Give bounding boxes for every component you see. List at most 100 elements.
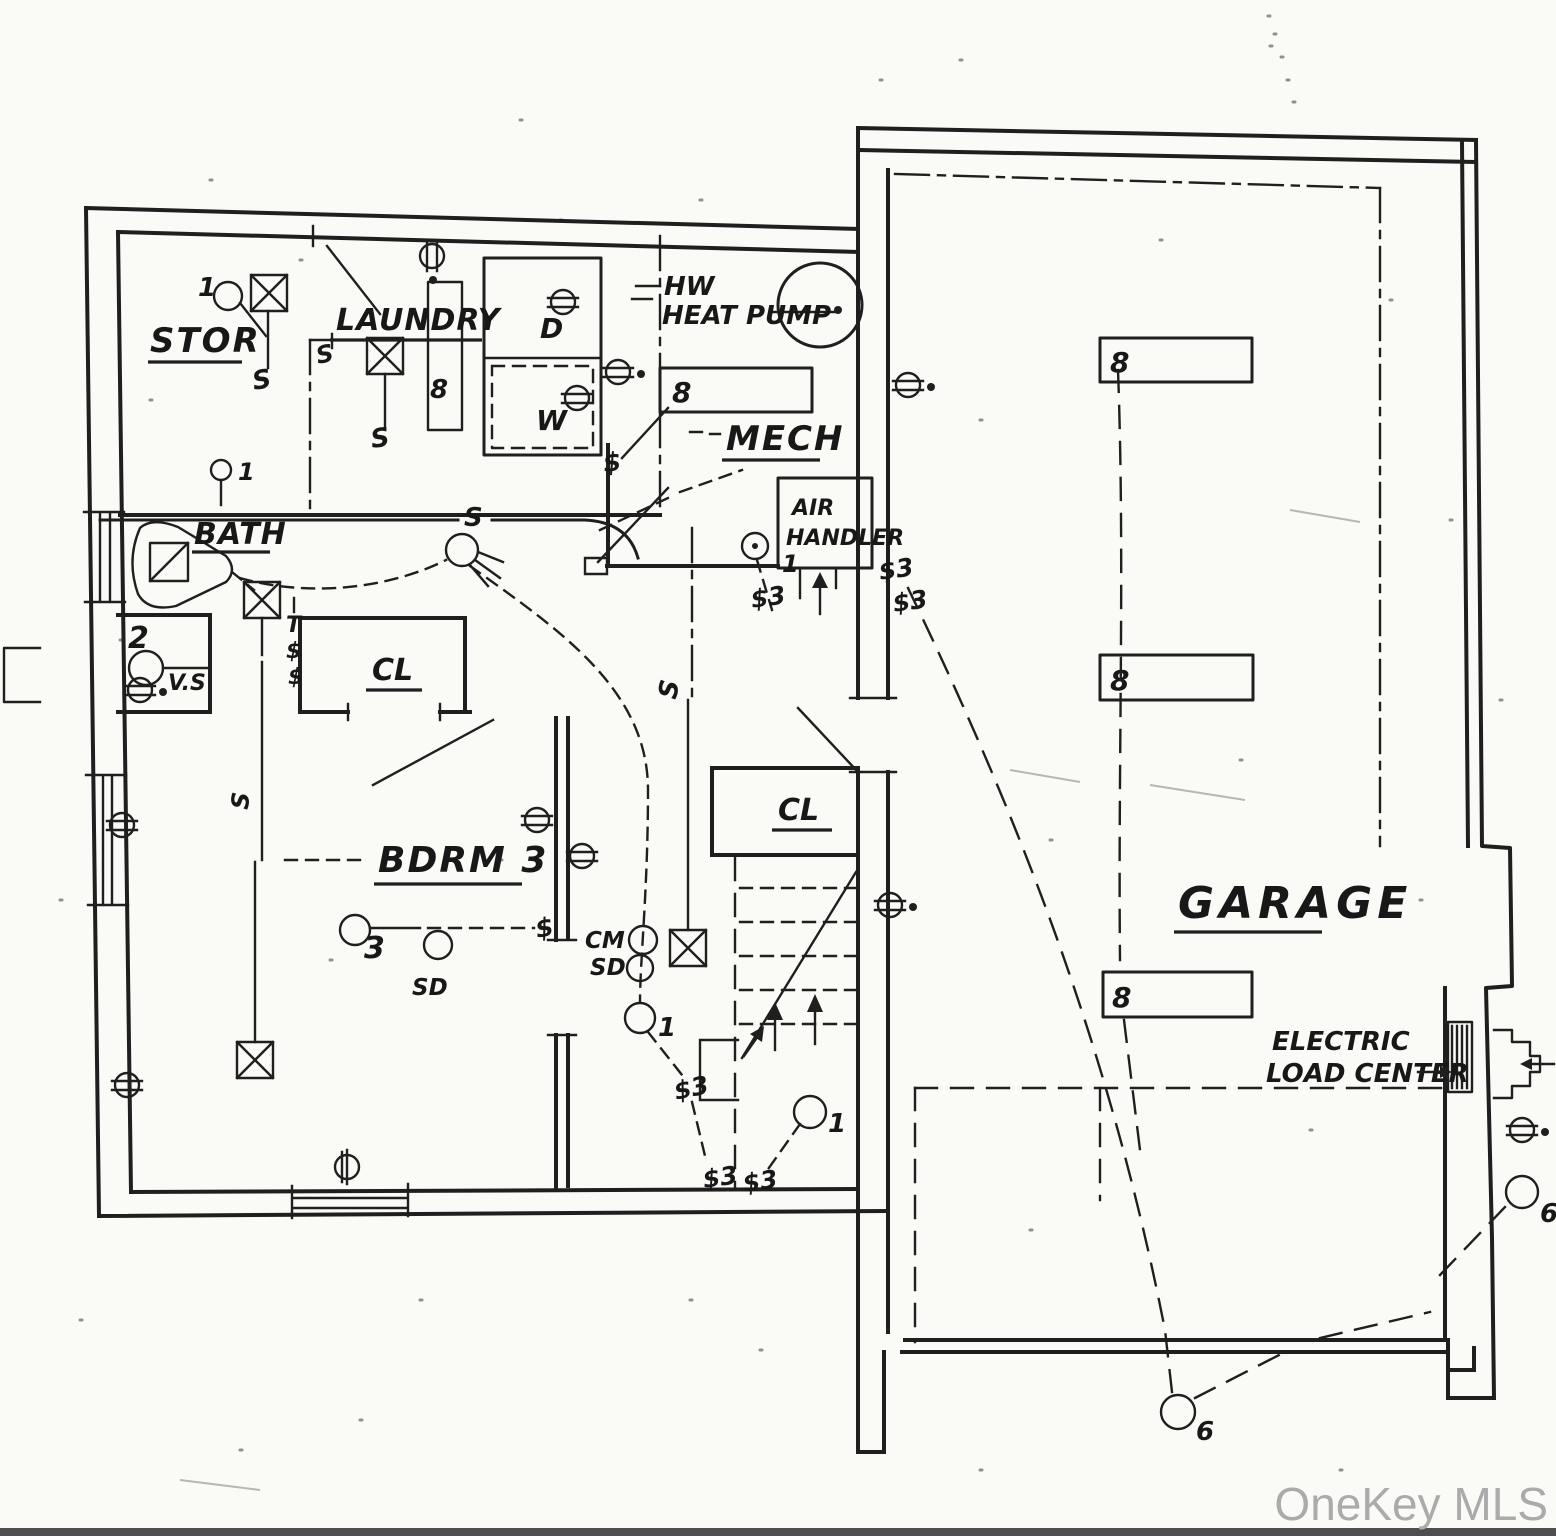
landing-light-label-1: 1 [658,1013,676,1043]
switch-3way-airhandler: $3 [749,580,787,614]
outlet-exterior-right [1505,1116,1549,1144]
direction-arrows [742,572,828,1058]
wall-garage-top-outer [855,125,1479,143]
wire-hall-to-landing [468,564,650,1004]
wall-house-top-outer [83,205,861,232]
scan-edge-bar [0,1528,1556,1536]
switch-hall: S [464,503,483,533]
receptacles [105,239,1549,1186]
outlet-icon [418,242,446,270]
hall-light-wire [755,558,774,612]
stairbase-light-label-1: 1 [828,1109,846,1139]
smoke-detector-label: SD [590,955,626,981]
outlet-bedroom3-west-2 [110,1071,144,1099]
mech-text: MECH [726,419,844,459]
air-handler-feeds [798,566,838,600]
outlet-mech-west [601,358,645,386]
switch-3way-garage-door-1: $3 [877,552,915,586]
outlet-laundry-2 [560,384,594,412]
outlet-icon [549,288,577,316]
laundry-text: LAUNDRY [336,303,503,338]
bedroom3-round-light [338,913,372,947]
outlet-lines [546,296,580,309]
outlet-lines [123,684,157,697]
outlet-gfi-dot [429,276,437,284]
washer-inner [490,364,595,450]
pendant-light-p1: 1 [209,458,255,507]
fluorescent-fixtures: 8 8 8 8 [620,336,1255,1019]
bedroom3-switch-riser [253,660,264,1044]
outlet-vanity-gfi [123,676,167,704]
wall-garage-right-inner [1459,139,1471,849]
wall-bedroom3-east-upper [554,716,570,942]
outlet-lines [105,819,139,832]
mech-fixture-8: 8 [672,376,691,409]
outlet-bedroom3-south [333,1148,361,1186]
exterior-walls [83,125,1514,1454]
door-leaf-bedroom3 [371,718,495,787]
carbon-monoxide-detector: CM [585,924,659,956]
label-bedroom3: BDRM 3 [283,840,546,886]
hall-recessed-light: 1 [740,531,799,612]
outlet-icon [568,842,596,870]
label-stor: STOR [148,321,259,364]
outlet-icon [1508,1116,1536,1144]
mech-up-arrow-head [812,572,828,588]
switch-3way-landing: $3 [671,1070,711,1106]
stair-diagonal [740,870,858,1060]
stair-up-arrow-1-head [767,1002,783,1020]
outlet-icon [113,1071,141,1099]
toilet-outline [131,521,234,609]
outlet-bedroom3-west-1 [105,811,139,839]
label-closet1: CL [366,653,422,692]
outlet-icon [126,676,154,704]
light-box-stor-x [249,273,289,313]
label-bath: BATH [192,517,286,554]
ceiling-fixtures: 1 [198,273,708,1080]
laundry-cabinet [426,280,464,432]
outlet-laundry-1 [546,288,580,316]
garage-fluorescent-2: 8 [1098,653,1255,702]
stair-up-arrow-2-head [807,994,823,1012]
wall-garage-right-outer [1473,137,1514,1401]
outlet-icon [604,358,632,386]
toilet-tank-diagonal [148,541,190,583]
garage-exterior-light-right: 6 [1504,1174,1556,1229]
pendant-light-1: 1 [238,458,255,486]
switch-bank-t: T [286,613,303,638]
exterior-light-bottom-6: 6 [1196,1417,1214,1447]
label-laundry: LAUNDRY [330,303,503,342]
switch-3way-stairbase-2: $3 [741,1164,779,1198]
wire-garage-main-sweep [906,586,1174,1394]
stair-treads [738,886,858,1026]
heat-pump-tank [776,261,864,349]
wire-bath-to-hall [238,558,448,590]
hall-small-light-dot [752,543,758,549]
wire-stairbase [764,1122,802,1174]
air-handler: AIR HANDLER [776,476,904,600]
stair-bent-arrow-head [750,1026,764,1042]
outlet-lines [601,366,635,379]
carbon-monoxide-label: CM [585,928,625,954]
wall-house-top-inner [115,229,861,255]
washer-dryer-outline [482,256,603,457]
hall-small-light [740,531,770,561]
landing-light-2: 1 [792,1094,846,1139]
air-handler-box [776,476,874,570]
outlet-lines [1505,1124,1539,1137]
switch-bedroom3-riser: S [226,791,255,811]
outlet-gfi-dot [159,688,167,696]
scan-speckles [0,14,1556,1536]
hw-label: HW [664,272,716,302]
electric-label-1: ELECTRIC [1272,1027,1410,1057]
outlet-gfi-dot [927,383,935,391]
stor-fixture-1: 1 [198,273,216,303]
washer-label: W [536,404,568,437]
switch-laundry: S [369,423,392,455]
wall-hall-north [98,518,640,560]
outlet-icon [108,811,136,839]
mech-fixture-box [658,366,814,414]
door-leaf-mech [596,486,670,564]
jamb-mech-door [583,556,609,576]
closet2-text: CL [778,793,819,828]
